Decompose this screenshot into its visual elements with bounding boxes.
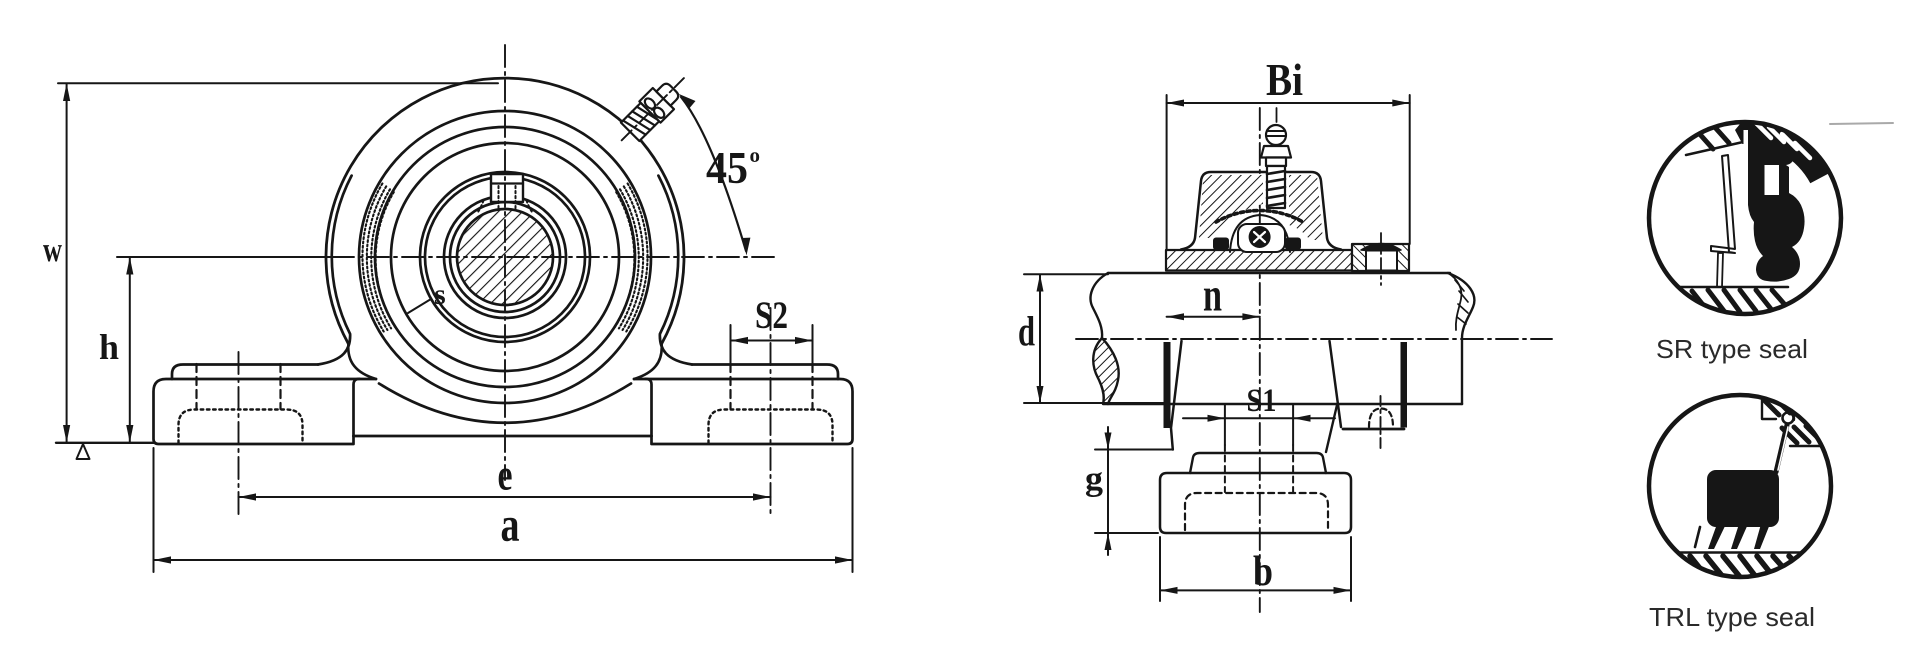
- svg-text:n: n: [1203, 269, 1222, 322]
- svg-text:b: b: [1253, 549, 1273, 595]
- svg-text:h: h: [99, 327, 119, 367]
- svg-text:w: w: [43, 230, 63, 269]
- svg-text:S2: S2: [755, 294, 788, 337]
- svg-text:s: s: [434, 278, 446, 311]
- svg-text:45: 45: [706, 143, 748, 193]
- svg-text:d: d: [1018, 310, 1035, 356]
- svg-text:e: e: [498, 451, 513, 500]
- svg-text:a: a: [501, 497, 520, 552]
- svg-text:SR type seal: SR type seal: [1656, 334, 1808, 364]
- svg-text:S1: S1: [1247, 383, 1277, 419]
- svg-text:TRL type seal: TRL type seal: [1649, 602, 1815, 632]
- svg-text:g: g: [1085, 461, 1103, 498]
- svg-text:o: o: [750, 143, 761, 167]
- svg-text:Bi: Bi: [1266, 55, 1303, 105]
